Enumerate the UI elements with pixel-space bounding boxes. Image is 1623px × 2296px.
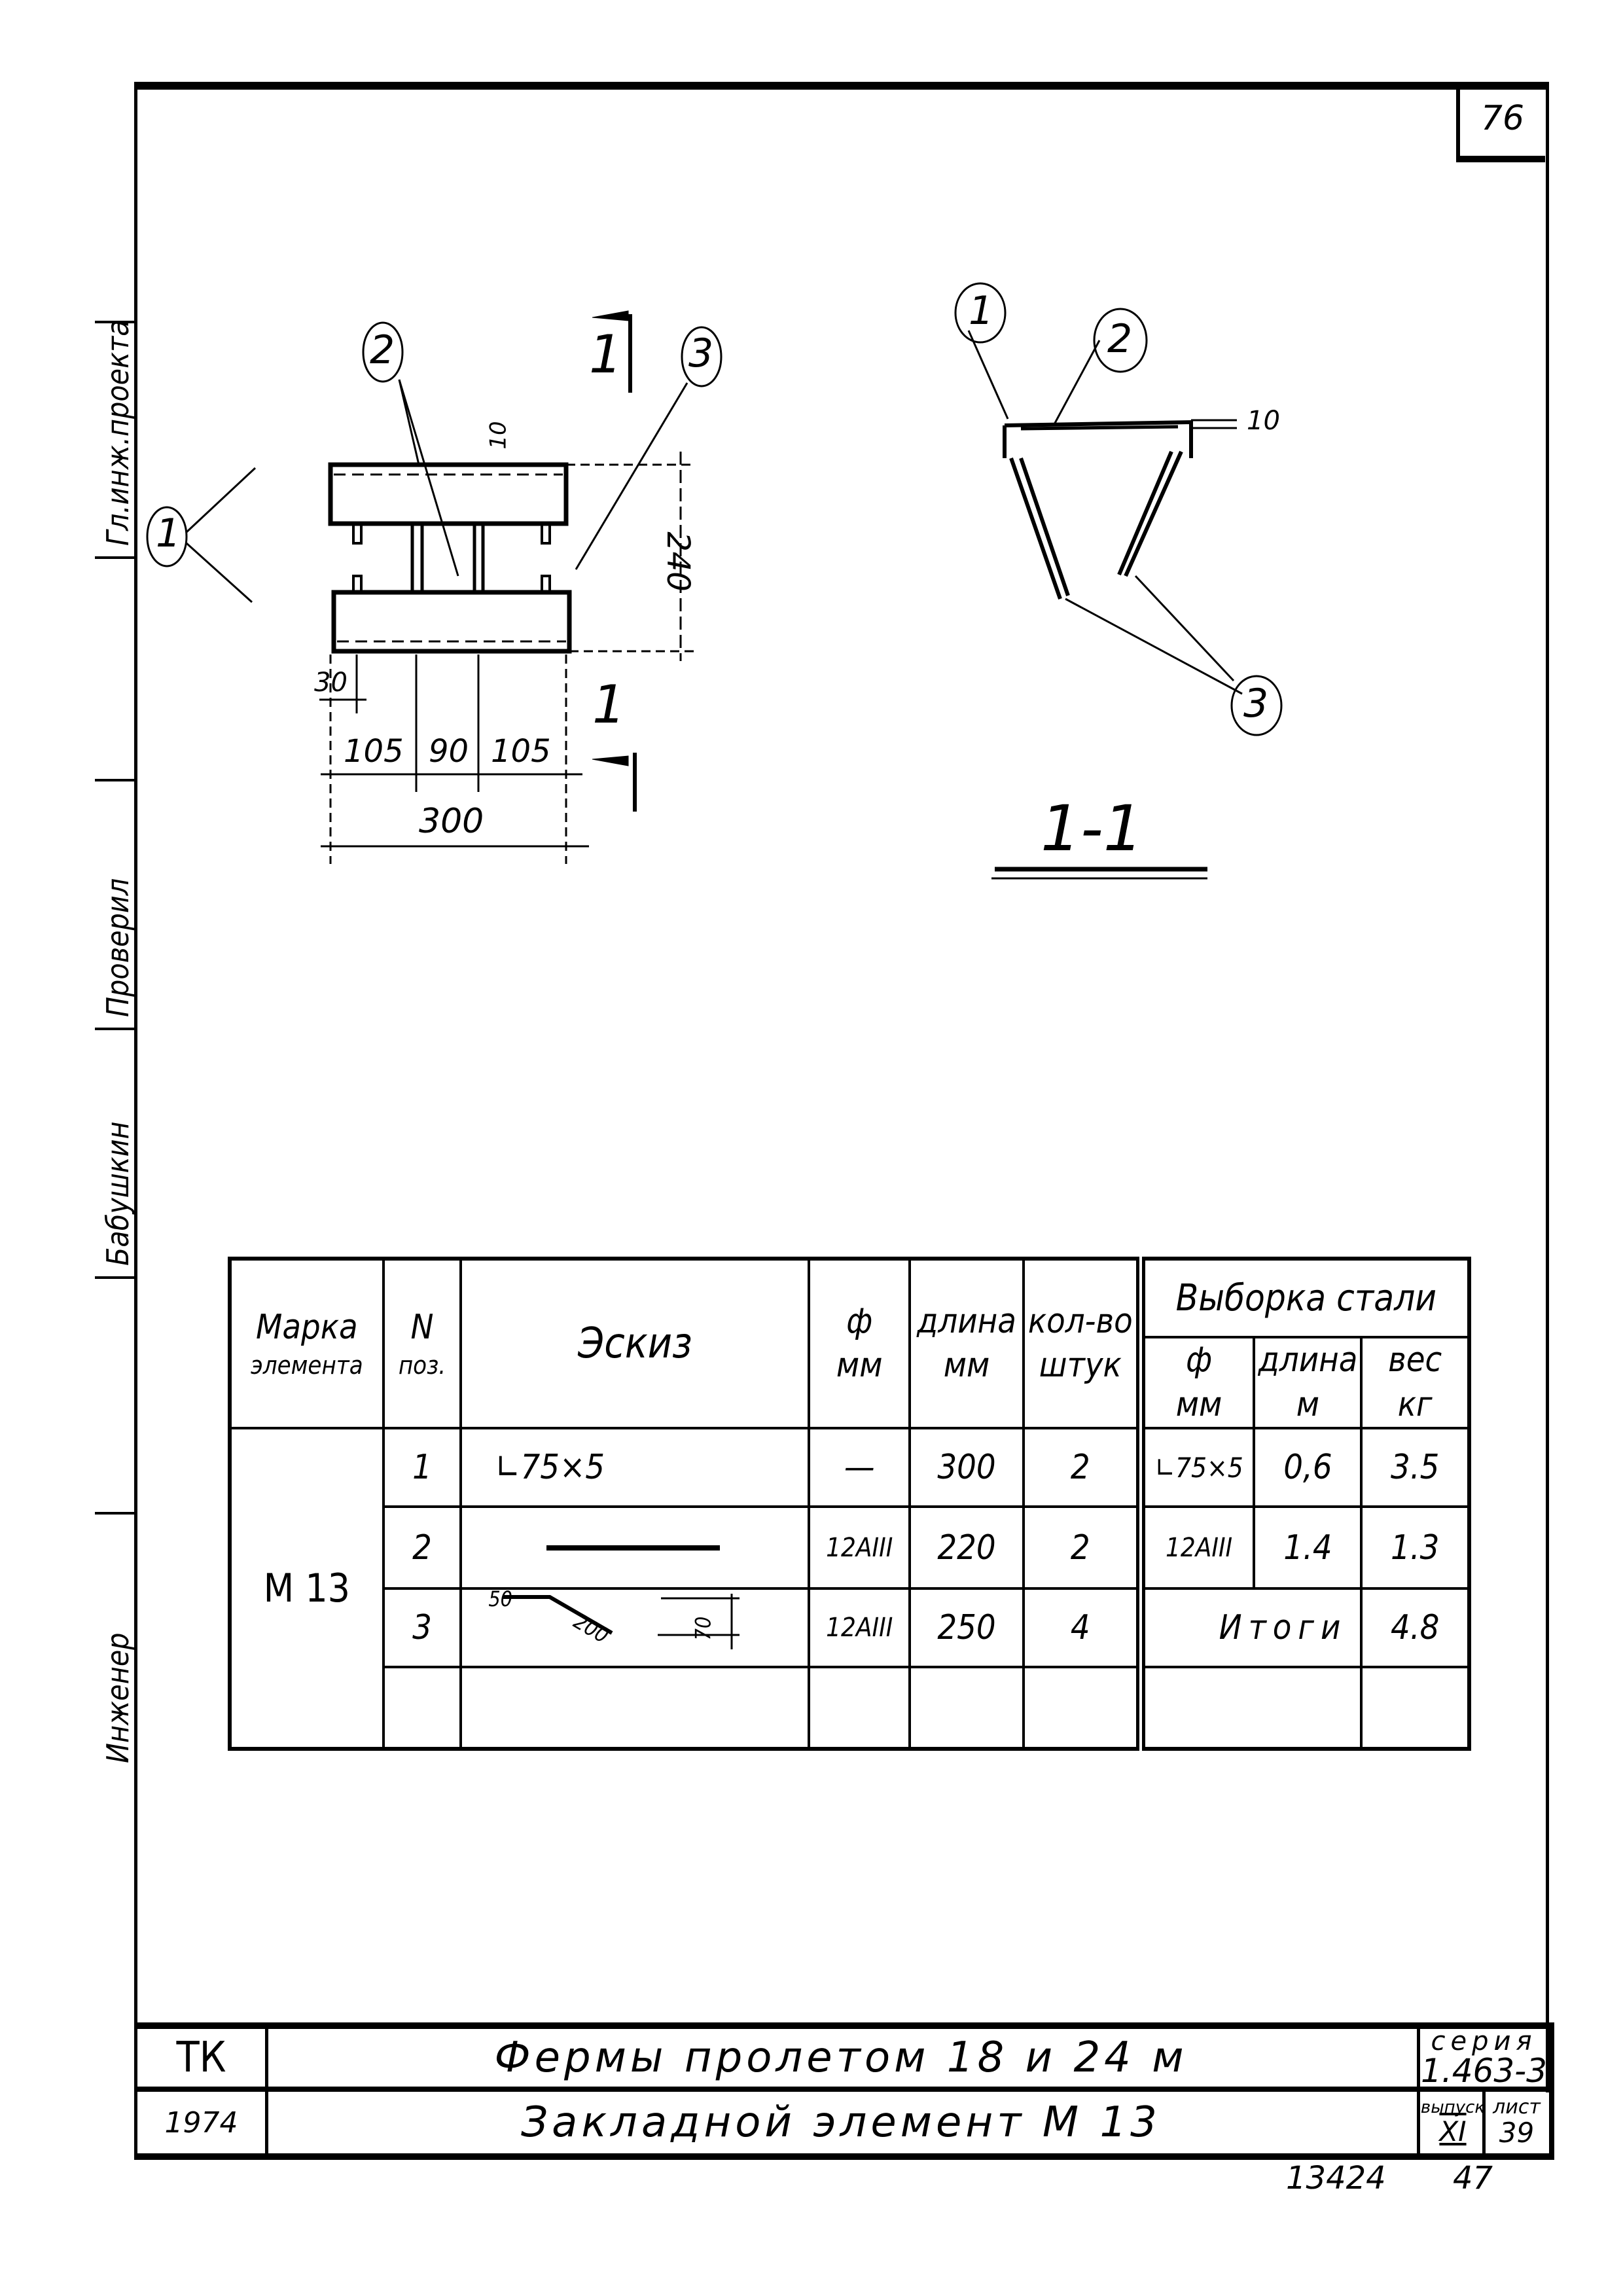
row2-steel-diameter: 12АIII — [1139, 1505, 1256, 1590]
side-cell-blank-1 — [95, 556, 137, 781]
section-angles — [1003, 420, 1193, 458]
row3-length: 250 — [908, 1587, 1025, 1669]
row2-pos: 2 — [382, 1505, 463, 1590]
sheet-value: 39 — [1499, 2117, 1535, 2149]
sheet-label: лист — [1493, 2096, 1541, 2119]
row3-pos: 3 — [382, 1587, 463, 1669]
plan-callout-3: 3 — [688, 331, 714, 376]
table-row: 3 50 200 70 12АIII 250 4 Итоги 4.8 — [230, 1587, 1471, 1669]
side-cell-engineer: Инженер — [95, 1512, 137, 1776]
row1-pos: 1 — [382, 1427, 463, 1509]
row2-diameter: 12АIII — [808, 1505, 912, 1590]
dim-height: 240 — [659, 531, 696, 592]
plate-bottom — [331, 590, 572, 654]
total-weight: 4.8 — [1360, 1587, 1471, 1669]
row1-diameter: — — [808, 1427, 912, 1509]
issue-cell: выпуск XI — [1420, 2092, 1486, 2153]
sheet-cell: лист 39 — [1486, 2092, 1548, 2153]
series-cell: серия 1.463-3 — [1420, 2026, 1548, 2090]
drawing-frame — [134, 82, 1549, 2092]
archive-page: 47 — [1453, 2160, 1493, 2197]
hdr-sketch: Эскиз — [459, 1257, 811, 1430]
row1-length: 300 — [908, 1427, 1025, 1509]
section-callout-2: 2 — [1107, 316, 1133, 362]
total-label: Итоги — [1139, 1587, 1363, 1669]
row1-steel-diameter: ∟75×5 — [1139, 1427, 1256, 1509]
dim-span-3: 105 — [491, 733, 551, 770]
dim-span-1: 105 — [344, 733, 404, 770]
element-mark: М 13 — [228, 1427, 385, 1751]
side-cell-checked: Проверил — [95, 779, 137, 1030]
row2-sketch-bar — [459, 1505, 811, 1590]
side-stamp: Гл.инж.проекта Проверил Бабушкин Инженер — [95, 319, 137, 1944]
row3-sketch-dim-b: 200 — [569, 1608, 614, 1649]
series-value: 1.463-3 — [1421, 2052, 1547, 2090]
section-callout-1: 1 — [969, 288, 994, 334]
side-cell-blank-2 — [95, 1276, 137, 1515]
row2-steel-length: 1.4 — [1253, 1505, 1363, 1590]
plan-callout-2: 2 — [370, 327, 395, 373]
org-code: ТК — [176, 2034, 226, 2082]
table-row-empty — [230, 1666, 1471, 1751]
issue-value: XI — [1439, 2115, 1467, 2148]
hdr-steel: Выборка стали — [1139, 1257, 1471, 1338]
side-cell-chief: Гл.инж.проекта — [95, 319, 137, 559]
table-row: М 13 1 ∟75×5 — 300 2 ∟75×5 0,6 3.5 — [228, 1427, 1471, 1751]
row2-steel-weight: 1.3 — [1360, 1505, 1471, 1590]
plate-top — [328, 462, 569, 526]
issue-label: выпуск — [1420, 2097, 1486, 2117]
row2-length: 220 — [908, 1505, 1025, 1590]
side-cell-name: Бабушкин — [95, 1028, 137, 1279]
dim-span-2: 90 — [429, 733, 469, 770]
archive-number: 13424 — [1286, 2160, 1386, 2197]
row3-sketch-dim-c: 70 — [690, 1616, 716, 1641]
dim-total: 300 — [419, 802, 484, 841]
title-line-1: Фермы пролетом 18 и 24 м — [494, 2034, 1188, 2082]
row3-sketch-dim-a: 50 — [488, 1587, 512, 1612]
row2-qty: 2 — [1022, 1505, 1145, 1590]
section-mark-top: 1 — [589, 324, 622, 385]
dim-top-offset: 10 — [485, 421, 512, 450]
section-title: 1-1 — [1041, 792, 1143, 865]
title-block: ТК Фермы пролетом 18 и 24 м серия 1.463-… — [134, 2022, 1554, 2160]
row1-steel-length: 0,6 — [1253, 1427, 1363, 1509]
section-callout-3: 3 — [1243, 681, 1269, 726]
section-mark-bottom: 1 — [592, 674, 626, 735]
row3-sketch: 50 200 70 — [459, 1587, 811, 1669]
row3-qty: 4 — [1022, 1587, 1145, 1669]
row1-sketch: ∟75×5 — [459, 1427, 811, 1509]
row1-steel-weight: 3.5 — [1360, 1427, 1471, 1509]
page-number: 76 — [1480, 99, 1525, 138]
row1-qty: 2 — [1022, 1427, 1145, 1509]
table-row: 2 12АIII 220 2 12АIII 1.4 1.3 — [230, 1505, 1471, 1590]
title-line-2: Закладной элемент М 13 — [521, 2098, 1161, 2147]
year: 1974 — [164, 2106, 238, 2140]
dim-edge: 30 — [314, 668, 348, 698]
page-number-box: 76 — [1456, 82, 1545, 162]
series-label: серия — [1431, 2026, 1537, 2056]
section-dim: 10 — [1247, 406, 1280, 436]
row3-diameter: 12АIII — [808, 1587, 912, 1669]
plan-callout-1: 1 — [156, 511, 181, 556]
